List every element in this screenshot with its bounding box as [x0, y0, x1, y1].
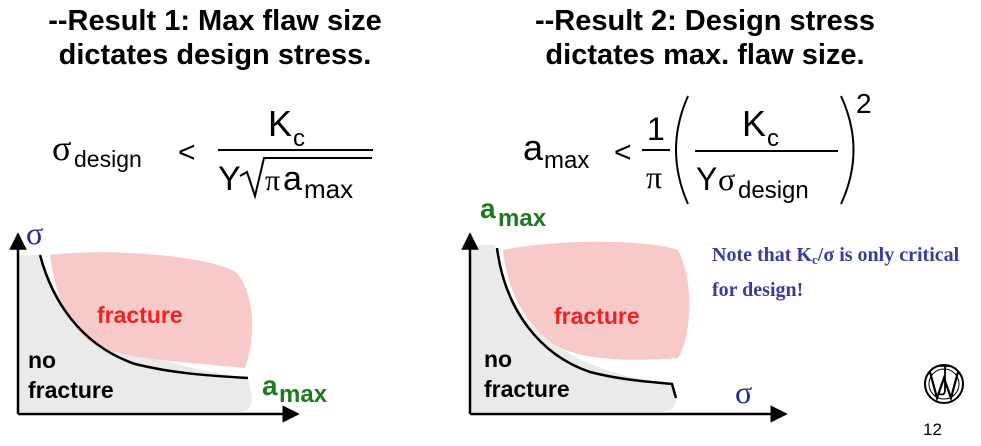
plot2-fracture-label: fracture: [554, 303, 640, 329]
result1-heading-line1: --Result 1: Max flaw size: [48, 5, 382, 37]
eq2-numerator-K: K: [742, 103, 766, 144]
plot1-y-axis-label: σ: [26, 215, 43, 251]
result2-equation: a max < 1 π K c Y σ design 2: [523, 88, 872, 205]
result2-heading-line1: --Result 2: Design stress: [534, 5, 876, 37]
eq2-max-subscript: max: [544, 147, 589, 174]
wiley-logo-icon: [924, 364, 964, 404]
eq1-denominator-Y: Y: [218, 160, 241, 198]
eq2-a-symbol: a: [523, 127, 544, 168]
result2-heading: --Result 2: Design stress dictates max. …: [470, 4, 940, 72]
eq1-sqrt-sign: [239, 157, 372, 200]
result2-plot: a max σ fracture no fracture: [461, 193, 788, 423]
page-number: 12: [923, 420, 942, 439]
result1-equation: σ design < K c Y π a max: [52, 103, 373, 204]
eq1-denominator-a: a: [283, 160, 302, 198]
plot1-fracture-region: [50, 252, 253, 368]
plot1-boundary-curve: [38, 254, 249, 380]
plot2-fracture-region: [503, 241, 690, 360]
eq1-design-subscript: design: [74, 146, 142, 172]
design-note: Note that Kc/σ is only critical for desi…: [712, 240, 974, 306]
eq2-denominator-Y: Y: [696, 161, 717, 197]
result2-heading-line2: dictates max. flaw size.: [545, 39, 865, 71]
plot2-y-axis-label-max: max: [498, 205, 547, 232]
eq2-left-paren: [675, 95, 689, 205]
eq1-less-than: <: [178, 136, 196, 169]
eq1-sigma-symbol: σ: [52, 128, 71, 168]
plot2-no-label: no: [484, 346, 512, 372]
eq2-one: 1: [647, 111, 665, 147]
plot2-y-axis-label-a: a: [480, 193, 496, 224]
eq2-numerator-sub-c: c: [767, 125, 779, 152]
eq1-denominator-sub-max: max: [304, 174, 353, 204]
plot2-no-fracture-region: [470, 245, 676, 412]
plot1-x-axis-label-a: a: [262, 370, 278, 401]
note-sub: c: [811, 252, 818, 267]
eq1-numerator-K: K: [268, 103, 292, 144]
plot1-no-label: no: [28, 347, 56, 373]
plot2-boundary-curve: [495, 247, 678, 399]
plot2-fracture-label-2: fracture: [484, 376, 570, 402]
plot1-x-axis-label-max: max: [279, 381, 328, 408]
eq1-denominator-pi: π: [265, 164, 280, 197]
plot2-x-axis-label: σ: [735, 374, 752, 410]
result1-plot: σ a max fracture no fracture: [9, 215, 328, 423]
eq2-right-paren: [840, 95, 855, 205]
eq1-numerator-sub-c: c: [293, 125, 305, 152]
eq2-denominator-sub-design: design: [738, 177, 809, 204]
eq2-denominator-sigma: σ: [718, 161, 735, 197]
eq2-less-than: <: [614, 136, 632, 169]
plot1-fracture-label: fracture: [97, 302, 183, 328]
eq2-pi: π: [646, 159, 662, 195]
note-pre: Note that K: [712, 244, 812, 266]
result1-heading-line2: dictates design stress.: [58, 39, 372, 71]
result1-heading: --Result 1: Max flaw size dictates desig…: [0, 4, 430, 72]
eq2-exponent: 2: [856, 88, 872, 119]
note-post: /σ is only critical for design!: [712, 244, 960, 301]
plot1-fracture-label-2: fracture: [28, 377, 114, 403]
